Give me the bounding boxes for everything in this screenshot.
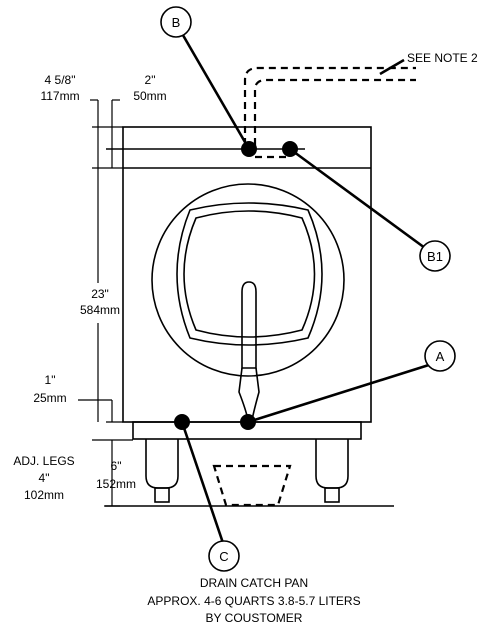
caption-line-1: DRAIN CATCH PAN: [200, 576, 308, 590]
see-note-text: SEE NOTE 2: [407, 51, 478, 65]
dim-top-right-in: 2": [145, 73, 156, 87]
legs-in: 4": [39, 471, 50, 485]
door-window: [176, 202, 323, 346]
callout-a-label: A: [436, 349, 445, 364]
callout-b1-label: B1: [427, 249, 443, 264]
dim-bottom-mm: 25mm: [33, 391, 66, 405]
dim-height-mm: 584mm: [80, 303, 120, 317]
callout-c-label: C: [219, 549, 228, 564]
door-window-inner: [183, 210, 316, 338]
drain-catch-pan: [212, 464, 292, 507]
dim-top-left-in: 4 5/8": [45, 73, 76, 87]
dim-bottom-in: 1": [45, 373, 56, 387]
right-leg: [315, 439, 349, 503]
caption-line-2: APPROX. 4-6 QUARTS 3.8-5.7 LITERS: [147, 594, 360, 608]
leader-c: [180, 421, 225, 544]
dim-leg-clear-in: 6": [111, 459, 122, 473]
door-handle: [241, 281, 257, 369]
caption-line-3: BY COUSTOMER: [206, 611, 303, 625]
inlet-pipe-dashed-2: [253, 78, 416, 145]
callout-a-circle: [424, 340, 456, 372]
door-outer-ring: [151, 183, 345, 377]
dim-height-in: 23": [91, 287, 109, 301]
callout-c-circle: [208, 540, 240, 572]
leader-b: [178, 29, 251, 150]
dim-top-left-mm: 117mm: [40, 89, 79, 103]
dim-leg-clear-mm: 152mm: [96, 477, 136, 491]
leader-b1: [289, 147, 426, 250]
inlet-pipe-dashed: [243, 66, 416, 145]
callout-b-label: B: [172, 15, 181, 30]
legs-label: ADJ. LEGS: [13, 454, 74, 468]
leader-a: [247, 362, 433, 424]
callout-b1-circle: [419, 240, 451, 272]
cabinet-outline: [122, 126, 372, 423]
callout-b-circle: [160, 6, 192, 38]
leader-see-note: [379, 58, 405, 76]
legs-mm: 102mm: [24, 488, 64, 502]
dim-top-right-mm: 50mm: [133, 89, 166, 103]
left-leg: [145, 439, 179, 503]
